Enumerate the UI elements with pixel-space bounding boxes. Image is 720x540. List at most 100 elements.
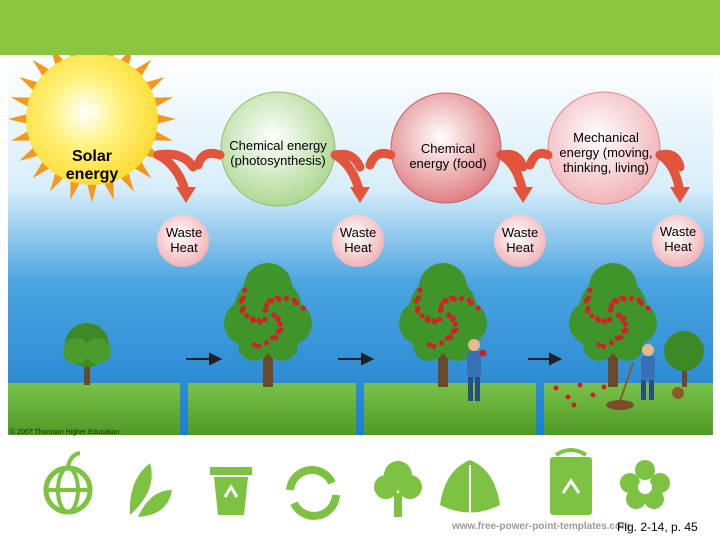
apple [240,295,246,301]
apple [614,335,621,341]
apple [300,305,306,311]
apple-tree-icon-3 [569,263,657,387]
apple [613,298,620,304]
chemical-food-circle [390,92,502,204]
apple [262,316,268,322]
recycle-arrows-icon [286,466,340,520]
apple [240,305,246,311]
ground-panels [8,383,713,435]
apple [601,343,607,349]
waste-heat-label-2: Waste Heat [339,225,377,255]
apple [622,321,628,327]
apple [608,307,614,313]
apple [585,295,591,301]
apple [426,342,432,348]
apple-tree-icon-1 [224,263,312,387]
waste-heat-circle-2 [332,215,384,267]
apple [607,316,613,322]
apple [277,321,283,327]
apple [439,302,445,308]
solar-energy-label: Solar energy [65,148,119,184]
apple [585,305,591,311]
waste-heat-label-3: Waste Heat [501,225,539,255]
sun-ray [86,180,98,203]
eco-icon-row [43,448,670,520]
apple [244,313,250,319]
apple [268,298,275,304]
apple [256,318,262,324]
apple [431,318,437,324]
apple-tree-icon-2 [399,263,487,387]
waste-heat-label-1: Waste Heat [165,225,203,255]
top-banner [0,0,720,55]
apple [609,302,615,308]
apple [451,296,457,302]
apple [275,328,282,334]
apple [263,307,269,313]
apple [594,316,601,322]
tree-trunk [438,335,448,387]
apple [645,305,651,311]
apple [276,296,282,302]
farmer-eating-icon [467,339,487,401]
small-tree-icon-right [664,331,704,387]
growth-arrows [186,352,563,366]
apple [417,287,423,293]
apple [269,335,276,341]
tree-icon [374,461,422,517]
tree-trunk [608,335,618,387]
apple [242,287,248,293]
arrow-heads [176,187,690,203]
apple [616,313,622,319]
apple [419,313,425,319]
apple [589,313,595,319]
apple [621,296,627,302]
apple [620,328,627,334]
apple [446,313,452,319]
apple [293,300,299,306]
apple [628,295,634,302]
fallen-apples [553,382,607,408]
sun-ray [8,113,31,125]
recycle-bin-icon [210,467,252,515]
apple [415,295,421,301]
waste-heat-circle-3 [494,215,546,267]
apple [415,305,421,311]
waste-heat-circle-1 [157,215,209,267]
flower-icon [620,460,670,509]
tree-foliage [611,329,643,361]
apple [601,318,607,324]
waste-heat-label-4: Waste Heat [659,224,697,254]
apple [249,316,256,322]
apple [431,343,437,349]
leaf-icon [440,460,500,515]
tree-trunk [263,335,273,387]
apple [275,317,281,323]
apple [264,302,270,308]
apple [596,342,602,348]
waste-heat-circle-4 [652,215,704,267]
leaves-icon [129,463,172,517]
apple [620,317,626,323]
copyright-text: © 2007 Thomson Higher Education [10,429,120,436]
apple [609,340,615,346]
apple [264,340,270,346]
apple [452,321,458,327]
apple [458,295,464,302]
energy-flow-diagram [8,55,713,435]
apple [587,287,593,293]
apple [251,342,257,348]
chemical-food-label: Chemical energy (food) [409,141,487,171]
recycle-bag-icon [550,448,592,515]
mechanical-energy-label: Mechanical energy (moving, thinking, liv… [559,130,653,175]
globe-apple-icon [43,451,93,515]
apple [443,298,450,304]
apple [256,343,262,349]
apple [437,316,443,322]
apple [450,317,456,323]
figure-reference: Fig. 2-14, p. 45 [617,520,698,534]
apple [638,300,644,306]
website-watermark: www.free-power-point-templates.com [452,521,630,532]
small-tree-icon [63,323,111,385]
apple [439,340,445,346]
